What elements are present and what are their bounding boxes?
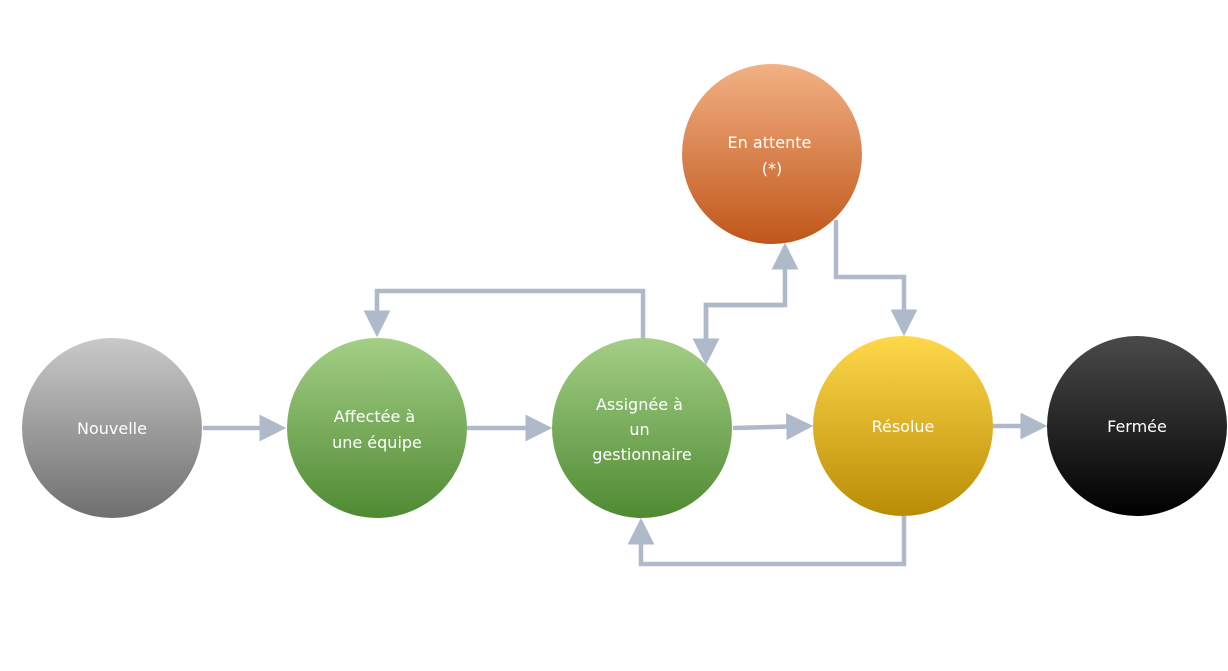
node-assignee-label-line-1: Assignée à — [596, 395, 683, 414]
arrow-assignee-to-resolue — [732, 413, 814, 441]
connectors — [203, 220, 1048, 567]
node-assignee-label-line-2: un — [629, 420, 649, 439]
node-fermee-label: Fermée — [1107, 417, 1167, 436]
node-resolue-label: Résolue — [872, 417, 935, 436]
node-nouvelle-label: Nouvelle — [77, 419, 147, 438]
node-assignee-circle — [552, 338, 732, 518]
arrow-assignee-to-affectee — [363, 288, 646, 340]
node-en-attente-label: En attente (*) — [728, 133, 817, 178]
node-en-attente: En attente (*) — [682, 64, 862, 244]
node-nouvelle: Nouvelle — [22, 338, 202, 518]
node-assignee-label-line-3: gestionnaire — [592, 445, 691, 464]
node-nouvelle-circle — [22, 338, 202, 518]
node-fermee-circle — [1047, 336, 1227, 516]
node-assignee: Assignée à un gestionnaire — [552, 338, 732, 518]
node-affectee-label: Affectée à une équipe — [332, 407, 422, 452]
node-fermee: Fermée — [1047, 336, 1227, 516]
node-resolue: Résolue — [813, 336, 993, 516]
arrow-en-attente-to-resolue — [833, 220, 918, 337]
arrow-en-attente-to-assignee — [692, 302, 785, 366]
node-en-attente-label-line-2: (*) — [762, 159, 782, 178]
node-assignee-label: Assignée à un gestionnaire — [592, 395, 691, 464]
node-en-attente-circle — [682, 64, 862, 244]
node-resolue-circle — [813, 336, 993, 516]
node-affectee-label-line-2: une équipe — [332, 433, 422, 452]
arrow-resolue-to-assignee — [627, 516, 907, 567]
node-affectee: Affectée à une équipe — [287, 338, 467, 518]
node-en-attente-label-line-1: En attente — [728, 133, 812, 152]
node-affectee-label-line-1: Affectée à — [334, 407, 415, 426]
node-affectee-circle — [287, 338, 467, 518]
